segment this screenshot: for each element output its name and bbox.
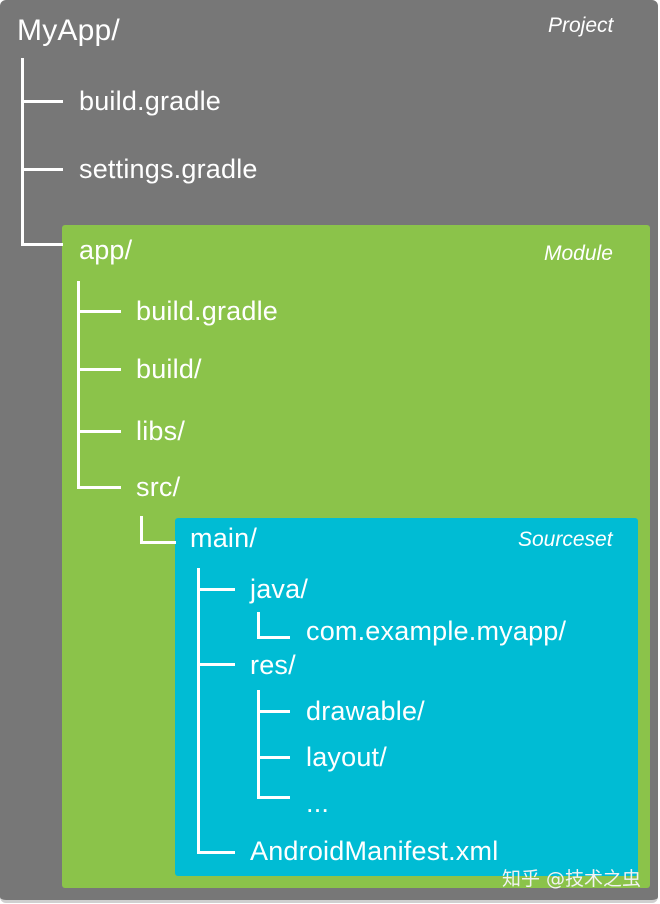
res-branch-drawable — [257, 710, 290, 713]
module-tree-trunk — [77, 281, 80, 489]
module-branch-4 — [77, 486, 121, 489]
dir-res: res/ — [250, 650, 296, 680]
project-branch-1 — [21, 100, 63, 103]
sourceset-tag: Sourceset — [518, 528, 613, 551]
module-dir-src: src/ — [136, 472, 181, 502]
src-connector-horizontal — [140, 541, 176, 544]
module-tag: Module — [544, 242, 613, 265]
dir-java: java/ — [250, 574, 309, 604]
res-branch-layout — [257, 756, 290, 759]
sourceset-branch-manifest — [197, 851, 235, 854]
res-dir-drawable: drawable/ — [306, 696, 425, 726]
module-branch-1 — [77, 310, 121, 313]
sourceset-box — [175, 518, 638, 876]
project-branch-3 — [21, 243, 63, 246]
sourceset-tree-trunk — [197, 568, 200, 854]
module-dir-libs: libs/ — [136, 416, 186, 446]
module-branch-2 — [77, 368, 121, 371]
project-branch-2 — [21, 168, 63, 171]
res-dir-layout: layout/ — [306, 742, 387, 772]
java-connector-horizontal — [257, 636, 290, 639]
res-tree-trunk — [257, 690, 260, 799]
sourceset-branch-res — [197, 663, 235, 666]
project-tag: Project — [548, 14, 614, 37]
java-package: com.example.myapp/ — [306, 616, 567, 646]
module-branch-3 — [77, 430, 121, 433]
module-dir-build: build/ — [136, 354, 202, 384]
watermark: 知乎 @技术之虫 — [502, 868, 642, 890]
project-file-settings-gradle: settings.gradle — [79, 154, 258, 184]
res-branch-more — [257, 796, 290, 799]
file-android-manifest: AndroidManifest.xml — [250, 836, 499, 866]
res-more-ellipsis: ... — [306, 788, 330, 818]
sourceset-branch-java — [197, 588, 235, 591]
project-tree-trunk — [21, 58, 24, 246]
project-root-label: MyApp/ — [17, 14, 120, 47]
module-root-label: app/ — [79, 235, 133, 265]
java-connector-vertical — [257, 612, 260, 639]
project-file-build-gradle: build.gradle — [79, 86, 222, 116]
src-connector-vertical — [140, 516, 143, 544]
sourceset-root-label: main/ — [190, 523, 258, 553]
module-file-build-gradle: build.gradle — [136, 296, 279, 326]
